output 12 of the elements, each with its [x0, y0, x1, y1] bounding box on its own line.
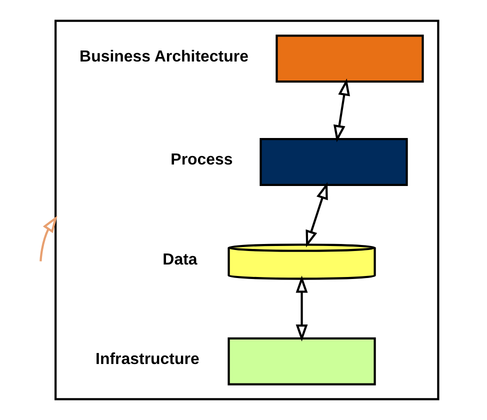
node-label: Infrastructure	[96, 351, 200, 368]
node-label: Process	[170, 152, 233, 169]
arrow	[333, 78, 350, 142]
node-box	[276, 34, 424, 83]
node-box	[228, 337, 376, 386]
node-label: Business Architecture	[80, 48, 248, 66]
node-label: Data	[162, 251, 198, 268]
cluster	[54, 20, 440, 400]
arrow	[40, 216, 58, 262]
arrow	[306, 182, 328, 248]
arrow	[296, 276, 308, 342]
node-box	[260, 138, 408, 186]
